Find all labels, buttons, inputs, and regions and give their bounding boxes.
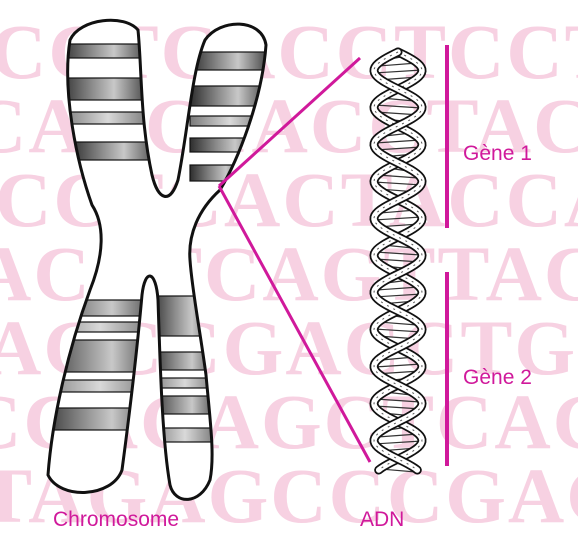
chromosome-band (60, 78, 150, 100)
gene1-label: Gène 1 (463, 142, 532, 165)
chromosome-band (60, 44, 150, 58)
chromosome-band (60, 112, 156, 124)
dna-label: ADN (360, 508, 404, 531)
chromosome-label: Chromosome (53, 508, 179, 531)
gene2-label: Gène 2 (463, 366, 532, 389)
chromosome-band (190, 52, 270, 70)
